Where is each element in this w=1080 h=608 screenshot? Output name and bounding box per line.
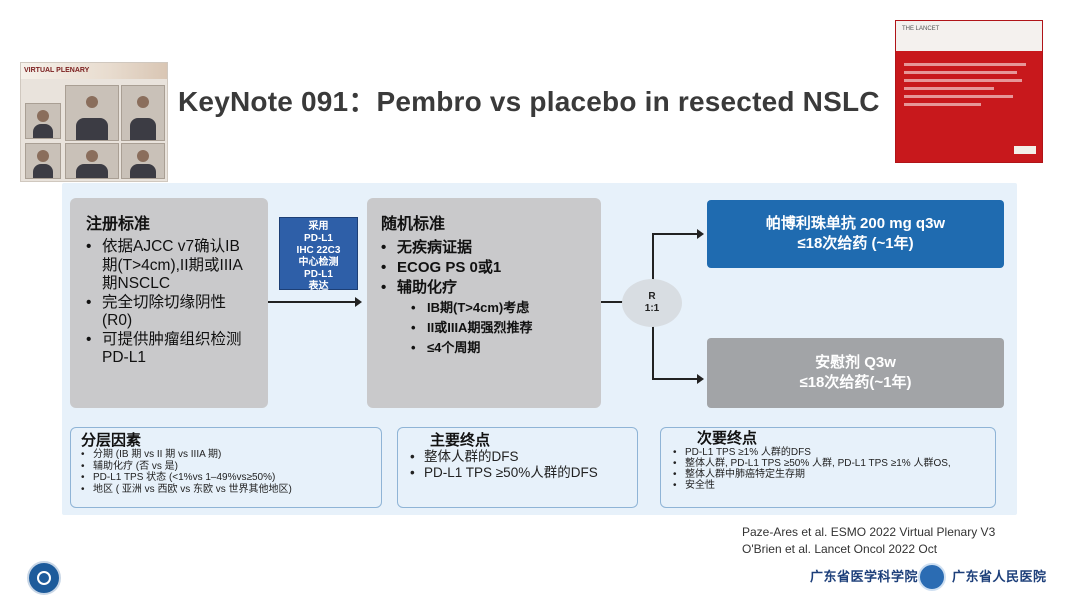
study-design-slide: 注册标准 依据AJCC v7确认IB期(T>4cm),II期或IIIA期NSCL… bbox=[62, 183, 1017, 515]
institution-emblem-icon bbox=[918, 563, 946, 591]
reference-line: O'Brien et al. Lancet Oncol 2022 Oct bbox=[742, 542, 938, 556]
enrollment-item: 完全切除切缘阴性(R0) bbox=[86, 294, 252, 331]
arm-line: ≤18次给药(~1年) bbox=[799, 374, 912, 391]
primary-endpoint-item: 整体人群的DFS bbox=[410, 449, 625, 465]
video-conference-panel[interactable]: VIRTUAL PLENARY bbox=[20, 62, 168, 182]
video-banner: VIRTUAL PLENARY bbox=[21, 63, 167, 79]
hospital-logo-icon bbox=[27, 561, 61, 595]
ratio-label: R bbox=[648, 291, 656, 302]
enrollment-heading: 注册标准 bbox=[86, 216, 151, 233]
participant-tile[interactable] bbox=[65, 85, 119, 141]
institution-1-label: 广东省医学科学院 bbox=[810, 569, 919, 584]
randomization-subitem: IB期(T>4cm)考虑 bbox=[381, 298, 587, 318]
arm-line: 安慰剂 Q3w bbox=[815, 354, 896, 371]
participant-tile[interactable] bbox=[25, 143, 61, 179]
central-test-line: PD-L1 bbox=[304, 269, 333, 280]
institution-name: 广东省人民医院 bbox=[952, 566, 1047, 585]
central-test-line: 采用 bbox=[308, 221, 329, 232]
secondary-endpoints-heading: 次要终点 bbox=[697, 430, 758, 447]
pembrolizumab-arm-box: 帕博利珠单抗 200 mg q3w ≤18次给药 (~1年) bbox=[707, 200, 1004, 268]
secondary-endpoint-item: 整体人群中肺癌特定生存期 bbox=[673, 469, 983, 480]
participant-tile[interactable] bbox=[121, 143, 165, 179]
primary-endpoints-panel: 主要终点 整体人群的DFS PD-L1 TPS ≥50%人群的DFS bbox=[397, 427, 638, 508]
randomization-item: 无疾病证据 bbox=[381, 238, 587, 258]
secondary-endpoint-item: 安全性 bbox=[673, 480, 983, 491]
enrollment-item: 可提供肿瘤组织检测PD-L1 bbox=[86, 331, 252, 368]
central-test-line: 中心检测 bbox=[298, 257, 339, 268]
randomization-subitem: ≤4个周期 bbox=[381, 338, 587, 358]
primary-endpoint-item: PD-L1 TPS ≥50%人群的DFS bbox=[410, 465, 625, 481]
references: Paze-Ares et al. ESMO 2022 Virtual Plena… bbox=[742, 524, 995, 558]
arm-line: 帕博利珠单抗 200 mg q3w bbox=[765, 215, 946, 232]
participant-tile[interactable] bbox=[65, 143, 119, 179]
stratification-panel: 分层因素 分期 (IB 期 vs II 期 vs IIIA 期) 辅助化疗 (否… bbox=[70, 427, 382, 508]
ratio-value: 1:1 bbox=[644, 303, 660, 314]
journal-paper-thumbnail: THE LANCET bbox=[895, 20, 1043, 163]
enrollment-criteria-box: 注册标准 依据AJCC v7确认IB期(T>4cm),II期或IIIA期NSCL… bbox=[70, 198, 268, 408]
secondary-endpoint-item: 整体人群, PD-L1 TPS ≥50% 人群, PD-L1 TPS ≥1% 人… bbox=[673, 458, 983, 469]
randomization-criteria-box: 随机标准 无疾病证据 ECOG PS 0或1 辅助化疗 IB期(T>4cm)考虑… bbox=[367, 198, 601, 408]
central-testing-box: 采用 PD-L1 IHC 22C3 中心检测 PD-L1 表达 bbox=[279, 217, 358, 292]
randomization-ratio-circle: R 1:1 bbox=[622, 279, 682, 327]
secondary-endpoints-panel: 次要终点 PD-L1 TPS ≥1% 人群的DFS 整体人群, PD-L1 TP… bbox=[660, 427, 996, 508]
slide-title: KeyNote 091：Pembro vs placebo in resecte… bbox=[178, 86, 880, 117]
secondary-endpoint-item: PD-L1 TPS ≥1% 人群的DFS bbox=[673, 447, 983, 458]
journal-label: THE LANCET bbox=[902, 26, 940, 32]
stratification-item: 地区 ( 亚洲 vs 西欧 vs 东欧 vs 世界其他地区) bbox=[81, 484, 371, 496]
enrollment-item: 依据AJCC v7确认IB期(T>4cm),II期或IIIA期NSCLC bbox=[86, 238, 252, 294]
randomization-item: 辅助化疗 bbox=[381, 278, 587, 298]
randomization-subitem: II或IIIA期强烈推荐 bbox=[381, 318, 587, 338]
stratification-item: 分期 (IB 期 vs II 期 vs IIIA 期) bbox=[81, 449, 371, 461]
stratification-item: PD-L1 TPS 状态 (<1%vs 1–49%vs≥50%) bbox=[81, 472, 371, 484]
randomization-item: ECOG PS 0或1 bbox=[381, 258, 587, 278]
stratification-item: 辅助化疗 (否 vs 是) bbox=[81, 461, 371, 473]
central-test-line: IHC 22C3 bbox=[296, 245, 341, 256]
branch-arrow-top bbox=[652, 229, 704, 239]
placebo-arm-box: 安慰剂 Q3w ≤18次给药(~1年) bbox=[707, 338, 1004, 408]
arm-line: ≤18次给药 (~1年) bbox=[797, 235, 914, 252]
reference-line: Paze-Ares et al. ESMO 2022 Virtual Plena… bbox=[742, 525, 996, 539]
institution-name: 广东省医学科学院 bbox=[810, 566, 918, 585]
central-test-line: PD-L1 bbox=[304, 233, 333, 244]
randomization-heading: 随机标准 bbox=[381, 216, 446, 233]
branch-arrow-bottom bbox=[652, 374, 704, 384]
primary-endpoints-heading: 主要终点 bbox=[430, 432, 491, 449]
participant-tile[interactable] bbox=[121, 85, 165, 141]
institution-2-label: 广东省人民医院 bbox=[952, 569, 1047, 584]
central-test-line: 表达 bbox=[308, 281, 329, 292]
participant-tile[interactable] bbox=[25, 103, 61, 139]
flow-arrow bbox=[268, 297, 362, 307]
stratification-heading: 分层因素 bbox=[81, 432, 142, 449]
